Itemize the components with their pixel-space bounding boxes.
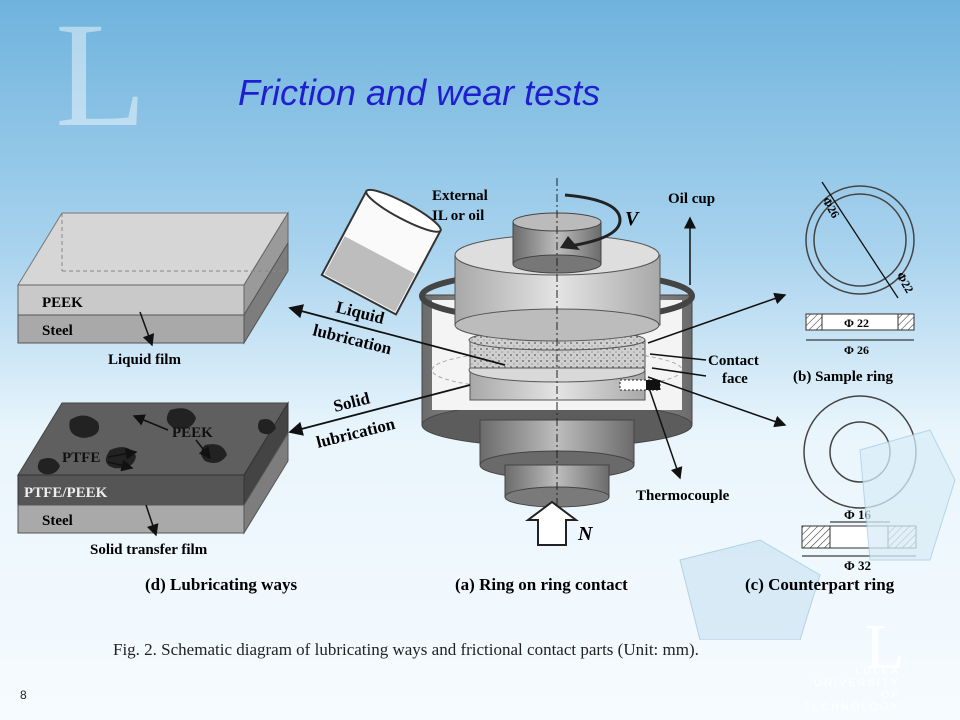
solid-ptfe-label: PTFE [62,450,100,466]
solid-transfer-film-label: Solid transfer film [90,542,208,558]
liquid-lubrication-panel: PEEK Steel Liquid film [17,211,289,368]
ring-on-ring-apparatus: V N External IL or oil Oil cup Contact f… [288,178,787,546]
load-label: N [577,523,594,545]
sample-ring-d22-section: Φ 22 [844,316,869,330]
counterpart-d32: Φ 32 [844,558,871,573]
velocity-label: V [625,208,640,230]
oil-cup-label: Oil cup [668,191,715,207]
solid-lubrication-label-2: lubrication [314,414,397,452]
caption-d: (d) Lubricating ways [145,575,297,594]
contact-face-label-1: Contact [708,353,759,369]
solid-peek-label: PEEK [172,425,213,441]
ice-decoration [679,429,956,640]
solid-lubrication-panel: PEEK PTFE PTFE/PEEK Steel Solid transfer… [17,401,289,558]
figure-caption: Fig. 2. Schematic diagram of lubricating… [113,640,699,659]
sample-ring-d26-section: Φ 26 [844,343,869,357]
caption-a: (a) Ring on ring contact [455,575,628,594]
caption-c: (c) Counterpart ring [745,575,895,594]
caption-b: (b) Sample ring [793,369,894,385]
logo-line-2: UNIVERSITY [813,677,900,689]
page-number: 8 [20,688,27,702]
liquid-film-label: Liquid film [108,352,181,368]
external-oil-label-2: IL or oil [432,208,484,224]
lubrication-diagram: PEEK Steel Liquid film PEEK PTFE PTFE/PE… [17,178,956,640]
thermocouple-label: Thermocouple [636,488,730,504]
sample-ring-d22-top: Φ22 [893,270,916,296]
liquid-steel-label: Steel [42,323,73,339]
logo-line-1: LULEÅ [855,665,900,677]
liquid-peek-label: PEEK [42,295,83,311]
external-oil-label-1: External [432,188,488,204]
solid-composite-label: PTFE/PEEK [24,485,108,501]
counterpart-d16: Φ 16 [844,507,872,522]
solid-steel-label: Steel [42,513,73,529]
logo-line-3: OF TECHNOLOGY [802,689,900,713]
sample-ring-drawing: Φ26 Φ22 Φ 22 Φ 26 (b) Sample ring [793,181,917,385]
logo-letter: L [865,611,905,682]
watermark-logo: L [55,0,147,158]
university-logo: L LULEÅ UNIVERSITY OF TECHNOLOGY [780,611,940,714]
contact-face-label-2: face [722,371,748,387]
slide-title: Friction and wear tests [238,72,601,113]
